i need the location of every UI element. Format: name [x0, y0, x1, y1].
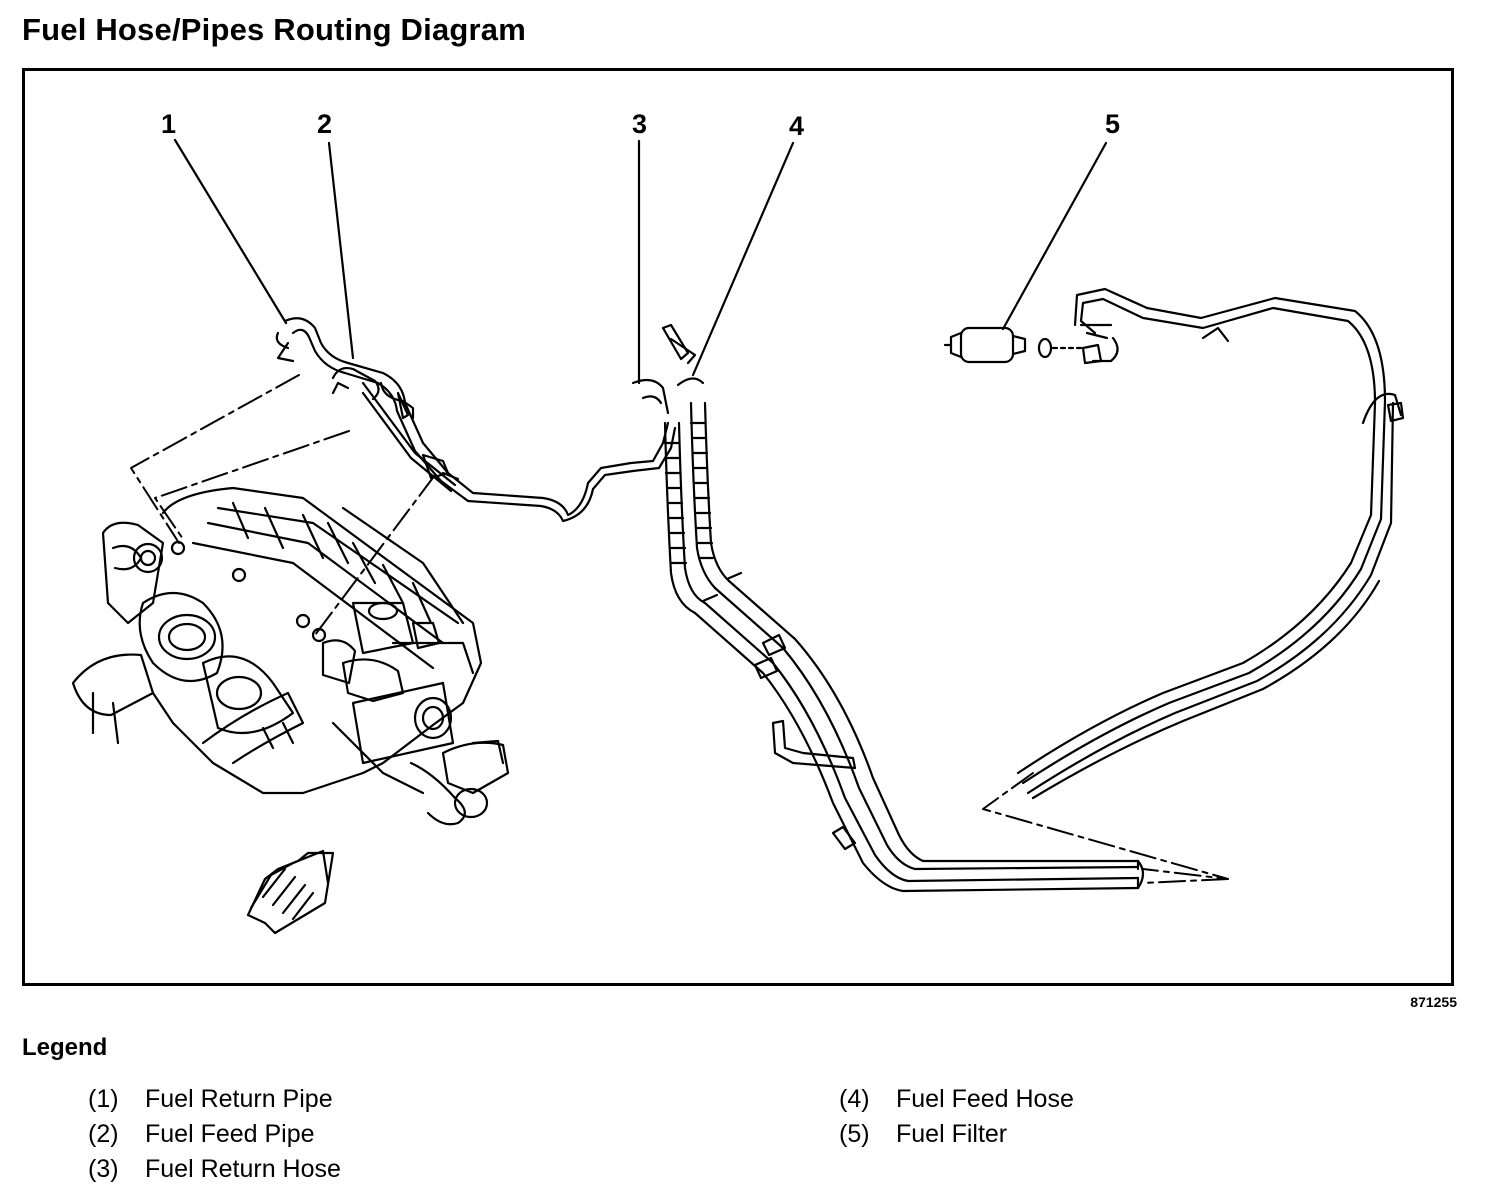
legend-item: (4) Fuel Feed Hose: [839, 1082, 1074, 1117]
callout-1: 1: [161, 109, 176, 139]
callout-2: 2: [317, 109, 332, 139]
legend-item-number: (2): [88, 1120, 119, 1148]
legend-item: (1) Fuel Return Pipe: [88, 1082, 341, 1117]
fuel-filter: [943, 326, 1083, 364]
fuel-pipes-rear: [1016, 287, 1405, 800]
engine-assembly: [71, 486, 510, 826]
front-direction-arrow-icon: [246, 849, 335, 935]
legend-item: (2) Fuel Feed Pipe: [88, 1117, 341, 1152]
legend-list-left: (1) Fuel Return Pipe (2) Fuel Feed Pipe …: [88, 1082, 341, 1187]
legend-item-label: Fuel Feed Pipe: [145, 1120, 315, 1148]
legend-item-number: (3): [88, 1155, 119, 1183]
legend-item: (3) Fuel Return Hose: [88, 1152, 341, 1187]
legend-item-number: (5): [839, 1120, 870, 1148]
figure-id: 871255: [1410, 994, 1457, 1010]
legend-item-label: Fuel Return Hose: [145, 1155, 341, 1183]
callout-4: 4: [789, 111, 804, 141]
diagram-frame: 1 2 3 4 5: [22, 68, 1454, 986]
routing-illustration: 1 2 3 4 5: [71, 109, 1405, 935]
callout-5: 5: [1105, 109, 1120, 139]
fuel-feed-and-return-pipes-engine: [275, 317, 677, 523]
fuel-pipes-underbody: [693, 571, 1145, 893]
callout-3: 3: [632, 109, 647, 139]
alignment-lines: [130, 374, 1229, 884]
legend-item-label: Fuel Filter: [896, 1120, 1008, 1148]
legend-item-label: Fuel Feed Hose: [896, 1085, 1074, 1113]
diagram-title: Fuel Hose/Pipes Routing Diagram: [22, 12, 527, 47]
legend-list-right: (4) Fuel Feed Hose (5) Fuel Filter: [839, 1082, 1074, 1152]
legend-item-number: (1): [88, 1085, 119, 1113]
fuel-return-and-feed-hoses: [631, 323, 731, 615]
legend-item-label: Fuel Return Pipe: [145, 1085, 333, 1113]
legend-heading: Legend: [22, 1034, 108, 1061]
legend-item: (5) Fuel Filter: [839, 1117, 1074, 1152]
callout-leader-lines: [173, 138, 1108, 385]
legend-item-number: (4): [839, 1085, 870, 1113]
